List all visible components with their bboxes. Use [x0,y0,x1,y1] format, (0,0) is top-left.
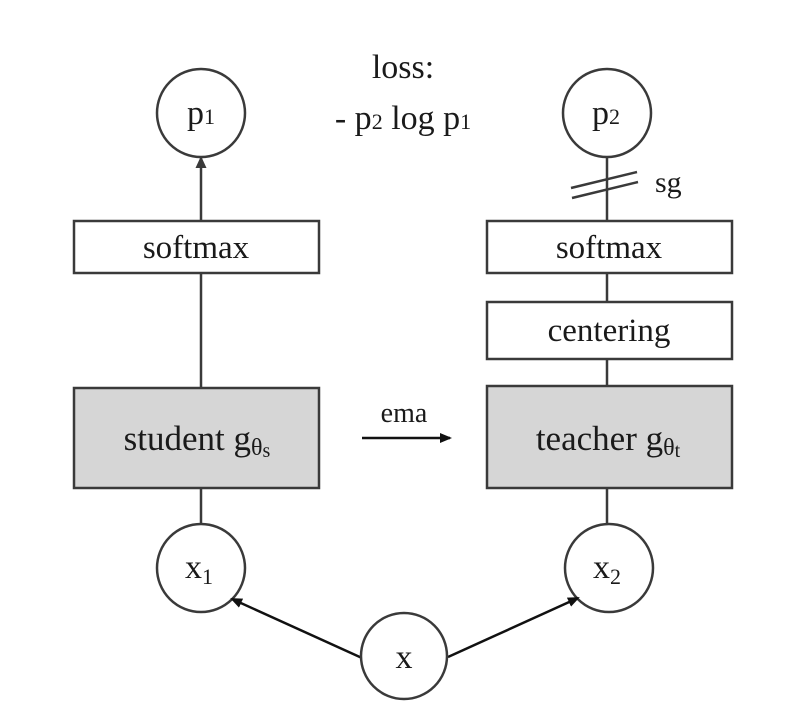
centering-box: centering [485,300,734,361]
ema-connector: ema [362,398,452,443]
centering-label: centering [548,313,671,349]
loss-title: loss: [372,49,434,86]
arrow-x-to-x2 [447,596,580,659]
student-model-box: student gθs [72,386,321,490]
p1-label: p1 [187,95,215,132]
teacher-softmax-label: softmax [556,230,663,266]
teacher-model-box: teacher gθt [485,384,734,490]
x2-label: x2 [593,549,621,589]
loss-formula-p1-sub: 1 [460,109,471,134]
loss-formula-prefix: - p [335,100,372,137]
stop-gradient-slash-1 [570,170,638,190]
x-node [359,611,449,701]
stop-gradient-label: sg [655,166,682,199]
teacher-model-label: teacher gθt [536,419,681,462]
x2-node: x2 [563,522,655,614]
student-model-label: student gθs [124,419,271,462]
p1-node: p1 [155,67,247,159]
x1-label: x1 [185,549,213,589]
x1-node: x1 [155,522,247,614]
teacher-softmax-box: softmax [485,219,734,275]
stop-gradient-slash-2 [571,180,639,200]
loss-label: loss: - p2 log p1 [335,49,471,137]
student-softmax-label: softmax [143,230,250,266]
student-branch: p1 softmax student gθs x1 [72,67,321,614]
ema-label: ema [381,398,428,429]
loss-formula: - p2 log p1 [335,100,471,137]
loss-formula-mid: log p [383,100,460,137]
arrow-x-to-x1 [230,597,363,660]
p2-label: p2 [592,95,620,132]
student-softmax-box: softmax [72,219,321,275]
stop-gradient-mark: sg [570,166,682,200]
source-input: x [230,596,580,701]
teacher-branch: sg p2 softmax centering teacher gθt x2 [485,67,734,614]
p2-node: p2 [561,67,653,159]
x-label: x [396,639,413,676]
loss-formula-p2-sub: 2 [372,109,383,134]
